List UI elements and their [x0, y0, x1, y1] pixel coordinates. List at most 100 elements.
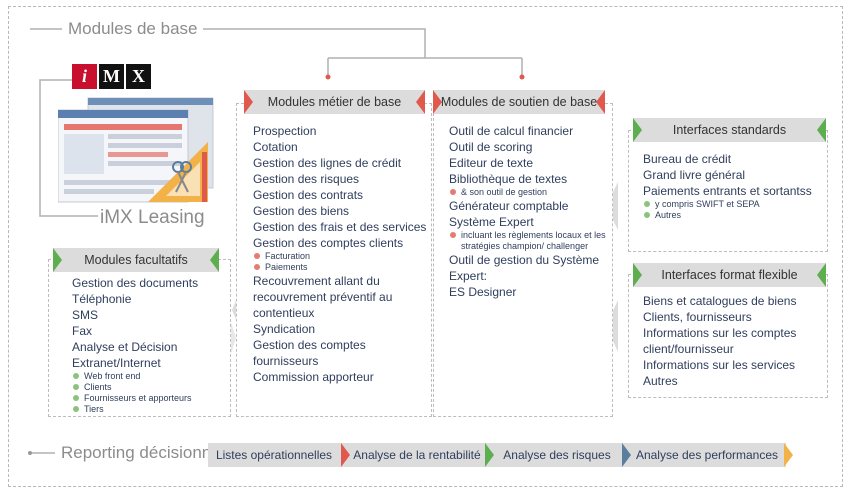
list-item-label: Biens et catalogues de biens [643, 294, 797, 308]
list-item-label: Cotation [253, 140, 298, 154]
list-item-label: Système Expert [449, 215, 534, 229]
list-item-label: Gestion des documents [72, 276, 199, 290]
list-item-label: Informations sur les comptes client/four… [643, 326, 797, 356]
logo-letter-i: i [72, 64, 97, 89]
tab-standards: Interfaces standards [633, 118, 826, 142]
sub-list-item: y compris SWIFT et SEPA [643, 199, 825, 210]
list-item: Editeur de texte [449, 155, 609, 171]
sub-list-item: Fournisseurs et apporteurs [72, 393, 228, 404]
list-item: Cotation [253, 139, 429, 155]
list-item-label: Outil de scoring [449, 140, 533, 154]
list-item-label: Téléphonie [72, 292, 132, 306]
tab-facultatifs: Modules facultatifs [53, 248, 219, 272]
tab-left-marker [433, 90, 442, 114]
list-item: Informations sur les comptes client/four… [643, 325, 825, 357]
reporting-arrow [784, 443, 793, 467]
sub-list-item: Autres [643, 210, 825, 221]
sub-list: incluant les règlements locaux et les st… [449, 230, 609, 252]
list-item-label: SMS [72, 308, 99, 322]
list-item: Gestion des risques [253, 171, 429, 187]
list-item: Téléphonie [72, 291, 228, 307]
list-item: Grand livre général [643, 167, 825, 183]
tab-metier-label: Modules métier de base [267, 95, 402, 109]
tab-metier: Modules métier de base [244, 90, 425, 114]
list-item: Prospection [253, 123, 429, 139]
reporting-arrow [485, 443, 494, 467]
reporting-step: Analyse des risques [503, 448, 611, 462]
list-item-label: Recouvrement allant du recouvrement prév… [253, 274, 393, 320]
list-item-label: ES Designer [449, 285, 517, 299]
list-item: Recouvrement allant du recouvrement prév… [253, 273, 429, 321]
list-item-label: Fax [72, 324, 93, 338]
page-title: Modules de base [62, 19, 204, 39]
reporting-arrow [341, 443, 350, 467]
sub-list-item: & son outil de gestion [449, 187, 609, 198]
reporting-step: Analyse des performances [635, 448, 779, 462]
list-item: Clients, fournisseurs [643, 309, 825, 325]
list-item-label: Gestion des lignes de crédit [253, 156, 402, 170]
list-item-label: Gestion des comptes clients [253, 236, 404, 250]
list-item-label: Analyse et Décision [72, 340, 178, 354]
tab-left-marker [633, 118, 642, 142]
tab-right-marker [416, 90, 425, 114]
tab-left-marker [633, 263, 642, 287]
list-item-label: Editeur de texte [449, 156, 534, 170]
sub-list-item: incluant les règlements locaux et les st… [449, 230, 609, 252]
logo-letter-x: X [126, 64, 151, 89]
list-item: Autres [643, 373, 825, 389]
panel-standards [628, 130, 828, 252]
tab-flexible: Interfaces format flexible [633, 263, 826, 287]
sub-list-item: Tiers [72, 404, 228, 415]
panel-facultatifs [48, 259, 231, 417]
tab-standards-label: Interfaces standards [672, 123, 787, 137]
tab-right-marker [596, 90, 605, 114]
list-item-label: Clients, fournisseurs [643, 310, 752, 324]
list-item: Bureau de crédit [643, 151, 825, 167]
list-item-label: Gestion des frais et des services [253, 220, 427, 234]
list-item: Bibliothèque de textes& son outil de ges… [449, 171, 609, 198]
list-item: Générateur comptable [449, 198, 609, 214]
tab-facultatifs-label: Modules facultatifs [84, 253, 188, 267]
logo-caption: iMX Leasing [100, 207, 205, 228]
tab-right-marker [210, 248, 219, 272]
list-item-label: Commission apporteur [253, 370, 374, 384]
tab-flexible-label: Interfaces format flexible [661, 268, 798, 282]
list-item: Commission apporteur [253, 369, 429, 385]
list-item-label: Informations sur les services [643, 358, 796, 372]
reporting-step: Analyse de la rentabilité [353, 448, 481, 462]
tab-right-marker [817, 263, 826, 287]
list-item: Analyse et Décision [72, 339, 228, 355]
list-item: Gestion des comptes fournisseurs [253, 337, 429, 369]
list-item-label: Gestion des risques [253, 172, 360, 186]
list-item-label: Bibliothèque de textes [449, 172, 568, 186]
list-item-label: Grand livre général [643, 168, 746, 182]
list-item: Outil de scoring [449, 139, 609, 155]
list-item: Gestion des documents [72, 275, 228, 291]
software-screens-illustration [58, 97, 214, 203]
panel-soutien [433, 103, 613, 417]
tab-soutien-label: Modules de soutien de base [440, 95, 598, 109]
sub-list-item: Clients [72, 382, 228, 393]
list-item-label: Paiements entrants et sortantss [643, 184, 812, 198]
list-item: Gestion des lignes de crédit [253, 155, 429, 171]
tab-soutien: Modules de soutien de base [433, 90, 605, 114]
reporting-step: Listes opérationnelles [215, 448, 333, 462]
list-item: Gestion des frais et des services [253, 219, 429, 235]
list-item-label: Bureau de crédit [643, 152, 732, 166]
tab-right-marker [817, 118, 826, 142]
sub-list: & son outil de gestion [449, 187, 609, 198]
list-item: SMS [72, 307, 228, 323]
list-item-label: Gestion des biens [253, 204, 350, 218]
list-item-label: Générateur comptable [449, 199, 569, 213]
